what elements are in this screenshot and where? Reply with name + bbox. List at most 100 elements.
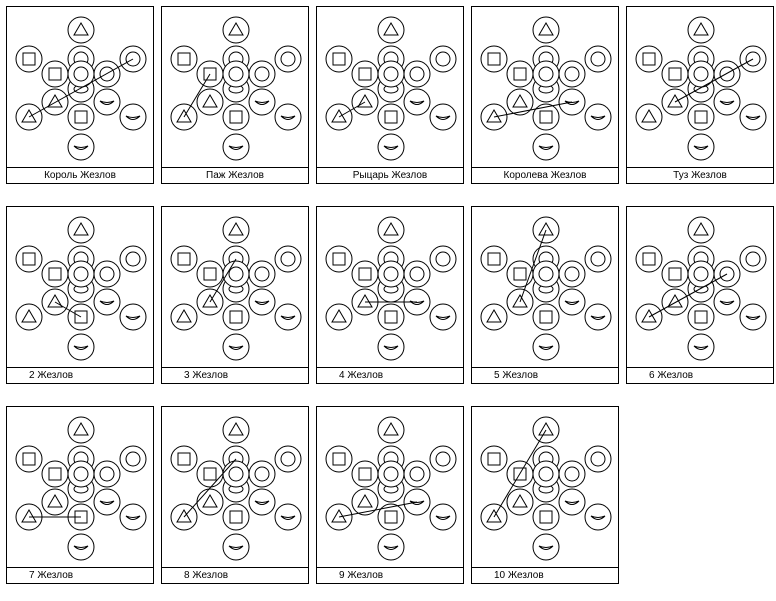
circle-symbol <box>590 251 606 267</box>
node-1-square <box>635 245 663 273</box>
triangle-symbol <box>21 309 37 323</box>
node-0-triangle <box>687 216 715 244</box>
node-9-circle <box>222 460 250 488</box>
node-12-smile <box>429 103 457 131</box>
node-12-smile <box>584 503 612 531</box>
node-8-smile <box>403 88 431 116</box>
triangle-symbol <box>228 422 244 436</box>
circle-symbol <box>693 66 709 82</box>
node-12-smile <box>274 503 302 531</box>
node-13-smile <box>222 533 250 561</box>
circle-symbol <box>435 251 451 267</box>
triangle-symbol <box>357 94 373 108</box>
node-1-square <box>480 245 508 273</box>
crescent-symbol <box>254 100 270 105</box>
tree-diagram <box>635 216 767 361</box>
node-9-circle <box>377 260 405 288</box>
circle-symbol <box>538 66 554 82</box>
circle-symbol <box>719 266 735 282</box>
node-5-circle <box>403 260 431 288</box>
node-0-triangle <box>377 16 405 44</box>
node-5-circle <box>248 60 276 88</box>
node-3-square <box>351 260 379 288</box>
circle-symbol <box>99 66 115 82</box>
crescent-symbol <box>745 115 761 120</box>
square-symbol <box>539 110 553 124</box>
node-13-smile <box>377 533 405 561</box>
node-6-triangle <box>41 488 69 516</box>
triangle-symbol <box>73 22 89 36</box>
node-1-square <box>170 245 198 273</box>
node-1-square <box>15 245 43 273</box>
circle-symbol <box>254 466 270 482</box>
node-6-triangle <box>351 488 379 516</box>
card-diagram: Рыцарь Жезлов <box>316 6 464 184</box>
triangle-symbol <box>538 222 554 236</box>
node-8-smile <box>248 288 276 316</box>
circle-symbol <box>409 66 425 82</box>
crescent-symbol <box>125 115 141 120</box>
node-5-circle <box>558 460 586 488</box>
node-12-smile <box>119 303 147 331</box>
circle-symbol <box>383 66 399 82</box>
crescent-symbol <box>590 515 606 520</box>
circle-symbol <box>99 466 115 482</box>
crescent-symbol <box>719 100 735 105</box>
node-6-triangle <box>196 88 224 116</box>
circle-symbol <box>409 266 425 282</box>
node-3-square <box>661 260 689 288</box>
node-4-circle <box>584 245 612 273</box>
crescent-symbol <box>228 145 244 150</box>
tree-diagram <box>480 416 612 561</box>
triangle-symbol <box>202 494 218 508</box>
path-line <box>338 501 418 518</box>
crescent-symbol <box>254 300 270 305</box>
node-5-circle <box>93 460 121 488</box>
square-symbol <box>177 452 191 466</box>
circle-symbol <box>590 451 606 467</box>
node-6-triangle <box>661 288 689 316</box>
circle-symbol <box>745 251 761 267</box>
node-13-smile <box>532 133 560 161</box>
node-4-circle <box>584 45 612 73</box>
node-4-circle <box>584 445 612 473</box>
tree-diagram <box>15 416 147 561</box>
square-symbol <box>642 252 656 266</box>
card-diagram: 3 Жезлов <box>161 206 309 384</box>
node-9-circle <box>67 60 95 88</box>
node-12-smile <box>119 503 147 531</box>
square-symbol <box>229 510 243 524</box>
card-diagram: Король Жезлов <box>6 6 154 184</box>
circle-symbol <box>254 266 270 282</box>
triangle-symbol <box>512 494 528 508</box>
triangle-symbol <box>228 22 244 36</box>
square-symbol <box>332 452 346 466</box>
square-symbol <box>513 267 527 281</box>
node-4-circle <box>274 445 302 473</box>
crescent-symbol <box>383 145 399 150</box>
square-symbol <box>539 510 553 524</box>
crescent-symbol <box>435 515 451 520</box>
card-diagram: 6 Жезлов <box>626 206 774 384</box>
circle-symbol <box>719 66 735 82</box>
node-1-square <box>480 445 508 473</box>
node-1-square <box>170 445 198 473</box>
triangle-symbol <box>73 222 89 236</box>
square-symbol <box>48 267 62 281</box>
tree-diagram <box>170 16 302 161</box>
node-5-circle <box>248 460 276 488</box>
node-12-smile <box>119 103 147 131</box>
triangle-symbol <box>486 309 502 323</box>
square-symbol <box>642 52 656 66</box>
square-symbol <box>332 52 346 66</box>
node-9-circle <box>532 60 560 88</box>
card-diagram: 5 Жезлов <box>471 206 619 384</box>
card-diagram: 2 Жезлов <box>6 206 154 384</box>
node-12-smile <box>584 303 612 331</box>
square-symbol <box>694 310 708 324</box>
node-3-square <box>41 260 69 288</box>
circle-symbol <box>99 266 115 282</box>
crescent-symbol <box>409 100 425 105</box>
square-symbol <box>539 310 553 324</box>
square-symbol <box>332 252 346 266</box>
